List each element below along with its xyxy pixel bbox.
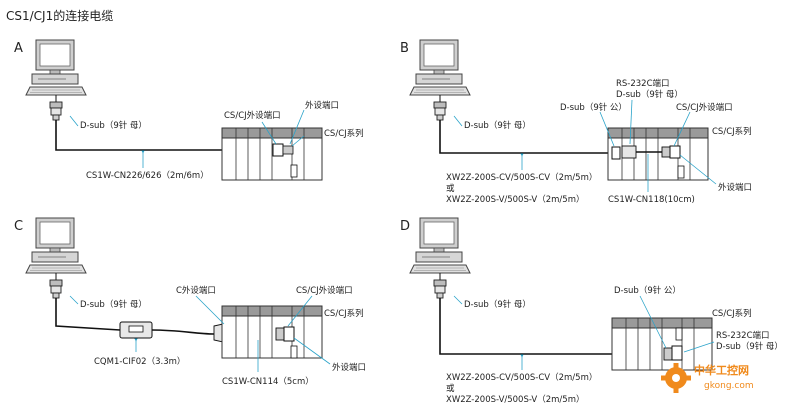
panel-b: B D-sub（9针 母） RS-232C端口 D-sub（9针 母） D-su…	[400, 39, 752, 205]
peripheral-port-a	[272, 143, 284, 157]
label-d-or: 或	[446, 383, 455, 394]
label-b-cn118: CS1W-CN118(10cm)	[608, 195, 695, 205]
panel-a-letter: A	[14, 41, 23, 56]
watermark: 中华工控网 gkong.com	[661, 363, 754, 393]
label-b-cable2: XW2Z-200S-V/500S-V（2m/5m）	[446, 194, 585, 205]
panel-d: D D-sub（9针 母） D-sub（9针 公） CS/CJ系列 RS-232…	[400, 217, 783, 405]
label-c-c-periph: C外设端口	[176, 285, 216, 296]
label-b-periph: 外设端口	[718, 182, 752, 193]
cable-c-2	[151, 329, 215, 335]
label-c-cs-port: CS/CJ外设端口	[296, 285, 353, 296]
label-d-cable1: XW2Z-200S-CV/500S-CV（2m/5m）	[446, 372, 597, 383]
diagram-title: CS1/CJ1的连接电缆	[6, 8, 113, 23]
label-a-cs-port: CS/CJ外设端口	[224, 110, 281, 121]
rs232c-port-b	[611, 146, 621, 160]
label-c-periph: 外设端口	[332, 362, 366, 373]
label-a-periph: 外设端口	[305, 100, 339, 111]
cn118-adapter	[621, 145, 637, 159]
label-b-cable1: XW2Z-200S-CV/500S-CV（2m/5m）	[446, 172, 597, 183]
plc-rack-c	[221, 305, 323, 359]
plc-rack-a	[221, 127, 323, 181]
computer-icon	[409, 217, 471, 299]
label-a-cable: CS1W-CN226/626（2m/6m）	[86, 170, 209, 181]
cable-b	[439, 120, 612, 154]
watermark-url: gkong.com	[704, 381, 754, 391]
panel-b-letter: B	[400, 41, 409, 56]
label-d-series: CS/CJ系列	[712, 308, 752, 319]
label-b-dsub-male: D-sub（9针 公）	[560, 102, 627, 113]
label-b-rs-line1: RS-232C端口	[616, 78, 670, 89]
label-d-rs-line1: RS-232C端口	[716, 330, 770, 341]
label-a-series: CS/CJ系列	[324, 128, 364, 139]
computer-icon	[25, 217, 87, 299]
label-b-or: 或	[446, 183, 455, 194]
computer-icon	[25, 39, 87, 121]
label-d-dsub-male: D-sub（9针 公）	[614, 285, 681, 296]
panel-a: A D-sub（9针 母） CS1W-CN226/626（2m/6m） CS/C…	[14, 39, 364, 181]
panel-d-letter: D	[400, 219, 410, 234]
gear-logo-icon	[661, 363, 691, 393]
label-c-dsub: D-sub（9针 母）	[80, 299, 147, 310]
cable-c-1	[55, 298, 121, 331]
cable-a	[55, 120, 280, 151]
label-b-series: CS/CJ系列	[712, 126, 752, 137]
plc-rack-d	[611, 317, 713, 371]
label-d-dsub: D-sub（9针 母）	[464, 299, 531, 310]
panel-c: C D-sub（9针 母） C外设端口 CS/CJ外设端口 CS/CJ系列 CQ…	[14, 217, 366, 387]
peripheral-port-c	[283, 326, 295, 342]
computer-icon	[409, 39, 471, 121]
label-b-dsub: D-sub（9针 母）	[464, 120, 531, 131]
label-c-cn114: CS1W-CN114（5cm）	[222, 376, 314, 387]
label-a-dsub: D-sub（9针 母）	[80, 120, 147, 131]
watermark-brand: 中华工控网	[694, 363, 749, 377]
label-b-rs-line2: D-sub（9针 母）	[616, 89, 683, 100]
label-d-rs-line2: D-sub（9针 母）	[716, 341, 783, 352]
label-c-series: CS/CJ系列	[324, 308, 364, 319]
cable-d	[439, 298, 666, 355]
label-c-cqm: CQM1-CIF02（3.3m）	[94, 356, 185, 367]
rs232c-port-d	[671, 345, 683, 361]
label-d-cable2: XW2Z-200S-V/500S-V（2m/5m）	[446, 394, 585, 405]
label-b-cs-port: CS/CJ外设端口	[676, 102, 733, 113]
panel-c-letter: C	[14, 219, 23, 234]
